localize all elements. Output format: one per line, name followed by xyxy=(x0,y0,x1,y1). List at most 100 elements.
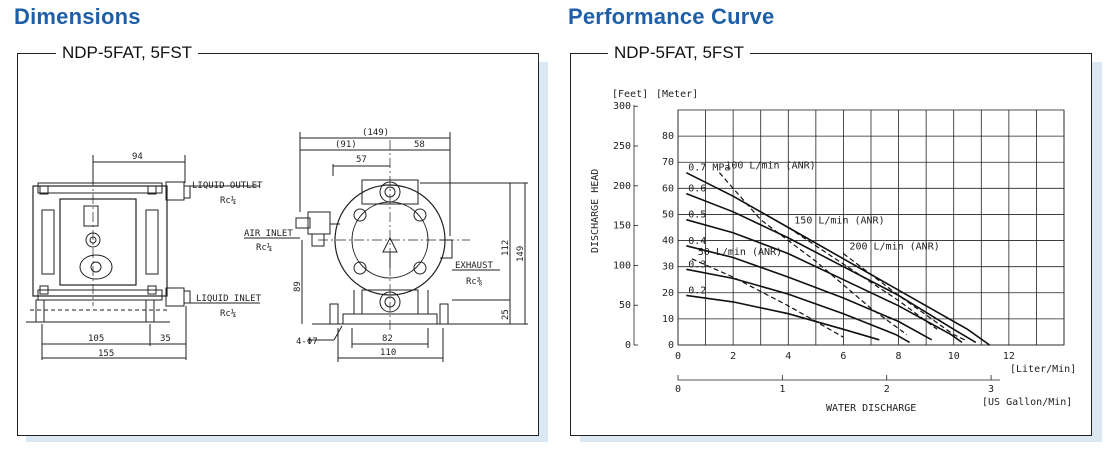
y-tick-feet: 50 xyxy=(619,300,631,311)
air-curve xyxy=(691,258,844,338)
y-tick-feet: 100 xyxy=(613,260,631,271)
holes-label: 4-Φ7 xyxy=(296,337,318,347)
y-tick-meter: 80 xyxy=(662,131,674,142)
dim-149: 149 xyxy=(516,246,526,262)
y-axis-label: DISCHARGE HEAD xyxy=(590,169,601,253)
front-foot-left xyxy=(329,303,339,325)
dim-82: 82 xyxy=(382,334,393,344)
y-tick-meter: 40 xyxy=(662,236,674,247)
x-tick-lpm: 12 xyxy=(1003,351,1015,362)
x-axis-label: WATER DISCHARGE xyxy=(826,403,916,414)
air-curve-label: 50 L/min (ANR) xyxy=(698,247,782,258)
y-tick-meter: 70 xyxy=(662,157,674,168)
side-view-valve-top xyxy=(83,205,99,227)
pressure-label: 0.2 xyxy=(688,285,706,296)
x-tick-lpm: 0 xyxy=(675,351,681,362)
dim-149-top: (149) xyxy=(362,128,389,138)
pressure-curve xyxy=(686,294,880,341)
liquid-outlet-label: LIQUID OUTLET xyxy=(192,181,263,191)
air-inlet-label: AIR INLET xyxy=(244,229,293,239)
dim-25: 25 xyxy=(501,309,511,320)
air-curve-label: 150 L/min (ANR) xyxy=(794,216,884,227)
performance-model-label: NDP-5FAT, 5FST xyxy=(608,43,751,63)
x-tick-lpm: 2 xyxy=(730,351,736,362)
front-foot-right xyxy=(439,303,449,325)
side-view-bolt-br xyxy=(147,285,157,295)
liquid-outlet-size: Rc¼ xyxy=(220,196,236,206)
dimension-drawing: LIQUID OUTLET Rc¼ LIQUID INLET Rc¼ AIR I… xyxy=(26,128,528,362)
pressure-curve xyxy=(685,171,991,346)
side-view-left-chamber xyxy=(41,209,55,275)
dim-91: (91) xyxy=(335,140,357,150)
pressure-label: 0.6 xyxy=(688,184,706,195)
dim-35: 35 xyxy=(160,334,171,344)
air-inlet-size: Rc¼ xyxy=(256,243,272,253)
air-curve-label: 200 L/min (ANR) xyxy=(849,242,939,253)
pressure-label: 0.5 xyxy=(688,210,706,221)
side-view-lower-port-inner xyxy=(90,261,102,273)
outlet-nozzle xyxy=(184,185,191,199)
y-tick-feet: 0 xyxy=(625,340,631,351)
y-tick-feet: 250 xyxy=(613,141,631,152)
outlet-fitting xyxy=(165,181,185,201)
air-inlet-fitting xyxy=(295,217,311,229)
x-tick-gpm: 0 xyxy=(675,384,681,395)
x-tick-gpm: 3 xyxy=(988,384,994,395)
front-view-bolt-3 xyxy=(353,261,367,275)
exhaust-label: EXHAUST xyxy=(455,261,494,271)
air-curve xyxy=(718,172,908,336)
exhaust-size: Rc⅜ xyxy=(466,277,482,287)
y-tick-meter: 20 xyxy=(662,288,674,299)
front-view-bolt-4 xyxy=(413,261,427,275)
side-view-bolt-tr xyxy=(147,185,157,195)
side-view-bolt-bl xyxy=(39,285,49,295)
performance-panel xyxy=(570,53,1092,436)
liquid-inlet-size: Rc¼ xyxy=(220,309,236,319)
dim-155: 155 xyxy=(98,349,114,359)
side-view-right-chamber xyxy=(145,209,159,275)
side-view-top-manifold xyxy=(37,182,163,194)
x-tick-lpm: 4 xyxy=(785,351,791,362)
side-view-bottom-manifold xyxy=(37,289,163,301)
pressure-curve xyxy=(686,218,963,344)
y-tick-feet: 200 xyxy=(613,181,631,192)
y-tick-meter: 50 xyxy=(662,209,674,220)
pressure-curve xyxy=(686,245,933,341)
air-curve xyxy=(843,253,965,341)
pressure-curve xyxy=(686,192,977,344)
air-curve xyxy=(787,227,938,330)
x-tick-gpm: 2 xyxy=(884,384,890,395)
side-view-body xyxy=(32,185,168,297)
performance-heading: Performance Curve xyxy=(568,4,775,29)
pressure-label: 0.3 xyxy=(688,259,706,270)
side-view-chamber xyxy=(59,198,137,286)
x-unit-lpm: [Liter/Min] xyxy=(1010,364,1076,375)
dim-112: 112 xyxy=(501,240,511,256)
dimensions-model-label: NDP-5FAT, 5FST xyxy=(56,43,199,63)
front-view-bolt-1 xyxy=(353,208,367,222)
y-unit-meter: [Meter] xyxy=(656,89,698,100)
pressure-label: 0.4 xyxy=(688,236,706,247)
x-unit-gpm: [US Gallon/Min] xyxy=(982,397,1072,408)
dim-57: 57 xyxy=(356,155,367,165)
dim-58: 58 xyxy=(414,140,425,150)
y-tick-meter: 10 xyxy=(662,314,674,325)
inlet-nozzle xyxy=(184,290,191,304)
dim-105: 105 xyxy=(88,334,104,344)
x-tick-lpm: 6 xyxy=(840,351,846,362)
y-tick-meter: 60 xyxy=(662,183,674,194)
pressure-curve xyxy=(686,268,910,344)
y-tick-feet: 300 xyxy=(613,101,631,112)
y-unit-feet: [Feet] xyxy=(612,89,648,100)
dim-110: 110 xyxy=(380,348,396,358)
y-tick-meter: 0 xyxy=(668,340,674,351)
pressure-label: 0.7 MPa xyxy=(688,163,730,174)
front-view-bolt-2 xyxy=(413,208,427,222)
x-tick-lpm: 8 xyxy=(896,351,902,362)
y-tick-meter: 30 xyxy=(662,262,674,273)
side-view-bolt-tl xyxy=(39,185,49,195)
liquid-inlet-label: LIQUID INLET xyxy=(196,294,262,304)
dimensions-heading: Dimensions xyxy=(14,4,141,29)
dim-89: 89 xyxy=(293,281,303,292)
y-tick-feet: 150 xyxy=(613,221,631,232)
